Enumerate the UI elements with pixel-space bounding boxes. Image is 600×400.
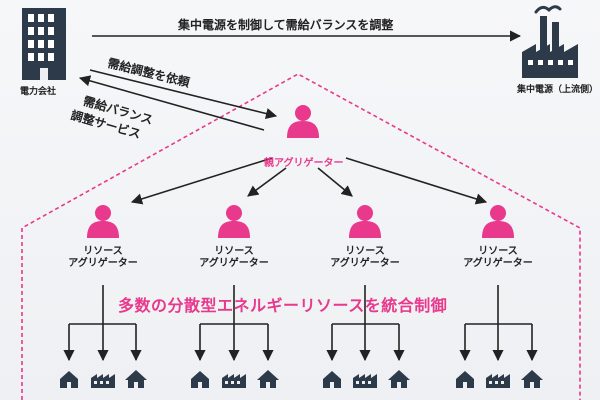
factory-icon xyxy=(91,374,115,388)
parent-to-child-arrow xyxy=(345,157,488,205)
service-arrow xyxy=(78,75,265,131)
integration-banner: 多数の分散型エネルギーリソースを統合制御 xyxy=(118,296,448,315)
parent-to-child-arrow xyxy=(247,167,287,197)
parent-aggregator-label: 親アグリゲーター xyxy=(264,158,344,169)
resource-aggregator-label-line1: リソース xyxy=(345,246,385,257)
resource-tree xyxy=(194,285,274,362)
request-arrow xyxy=(89,69,278,120)
resource-aggregator-label-line2: アグリゲーター xyxy=(330,258,400,269)
resource-aggregator-label: リソース アグリゲーター xyxy=(63,246,143,270)
resource-aggregator-label: リソース アグリゲーター xyxy=(325,246,405,270)
office-building-icon xyxy=(22,8,66,80)
resource-aggregator-label-line2: アグリゲーター xyxy=(463,258,533,269)
home-icon xyxy=(388,370,410,388)
resource-aggregator-label-line1: リソース xyxy=(478,246,518,257)
factory-icon xyxy=(222,374,246,388)
parent-aggregator-person-icon xyxy=(287,105,319,138)
resource-aggregator-label: リソース アグリゲーター xyxy=(458,246,538,270)
resource-tree xyxy=(459,285,538,362)
parent-to-child-arrow xyxy=(130,157,273,205)
factory-icon xyxy=(353,374,377,388)
resource-aggregator-label-line1: リソース xyxy=(214,246,254,257)
power-plant-icon xyxy=(522,5,578,78)
resource-aggregator-label-line2: アグリゲーター xyxy=(199,258,269,269)
resource-aggregator-person-icon xyxy=(87,205,119,238)
house-icon xyxy=(323,371,341,388)
resource-aggregator-person-icon xyxy=(482,205,514,238)
power-company-label: 電力会社 xyxy=(20,87,57,97)
house-icon xyxy=(60,371,78,388)
home-icon xyxy=(521,370,543,388)
resource-aggregator-label-line2: アグリゲーター xyxy=(68,258,138,269)
aggregation-boundary xyxy=(21,73,581,400)
parent-to-child-arrow xyxy=(317,167,353,197)
central-source-label: 集中電源（上流側） xyxy=(517,85,599,95)
factory-icon xyxy=(486,374,510,388)
home-icon xyxy=(125,370,147,388)
resource-tree xyxy=(63,285,142,362)
resource-aggregator-label: リソース アグリゲーター xyxy=(194,246,274,270)
top-arrow-label: 集中電源を制御して需給バランスを調整 xyxy=(178,18,394,32)
resource-tree xyxy=(326,285,405,362)
resource-aggregator-label-line1: リソース xyxy=(83,246,123,257)
home-icon xyxy=(257,370,279,388)
house-icon xyxy=(191,371,209,388)
house-icon xyxy=(456,371,474,388)
resource-aggregator-person-icon xyxy=(349,205,381,238)
resource-aggregator-person-icon xyxy=(218,205,250,238)
